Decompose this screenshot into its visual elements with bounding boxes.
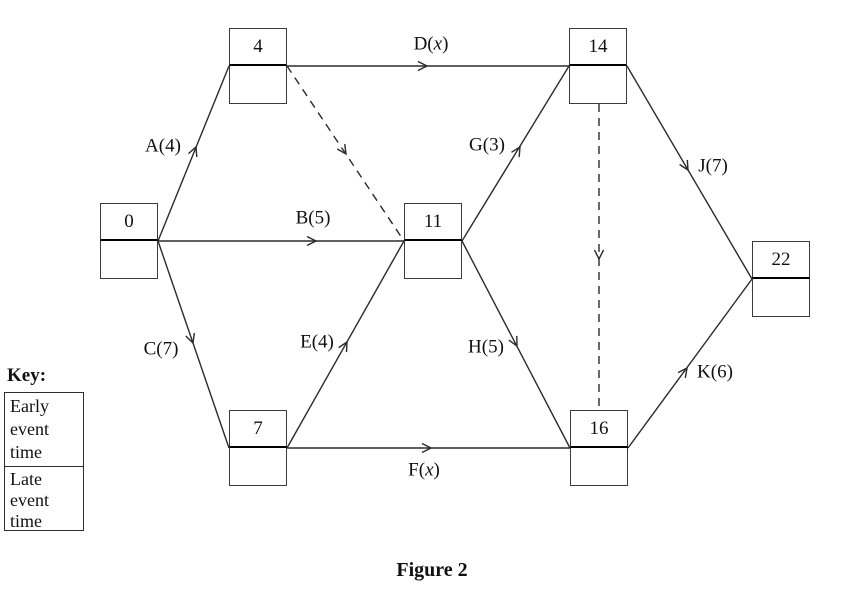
node-11-early-event-time: 11 [404,203,462,241]
key-title: Key: [7,365,47,386]
edge-E-line [286,240,405,449]
edge-label-D-pre: D( [413,33,434,55]
edge-label-A: A(4) [145,135,181,157]
edge-H-arrowhead-icon [508,335,518,348]
figure-caption: Figure 2 [396,559,468,581]
dummy-edge-4-11-arrowhead-icon [336,143,347,156]
node-14: 14 [569,28,627,104]
edge-label-H: H(5) [468,336,504,358]
edge-C-arrowhead-icon [185,332,196,345]
edge-J-line [626,65,753,280]
key-box: Early event time Late event time [4,392,84,531]
dummy-edge-14-16-arrowhead-icon [593,249,605,261]
edge-E-arrowhead-icon [338,340,348,353]
node-16-early-event-time: 16 [570,410,628,448]
edge-G-line [461,65,570,242]
edge-label-D-var: x [433,33,443,55]
edge-label-G: G(3) [469,134,505,156]
edge-label-F-pre: F( [408,459,426,481]
edge-D-arrowhead-icon [417,60,429,72]
edge-label-C: C(7) [143,338,179,360]
node-14-late-event-time [569,66,627,104]
edge-label-K: K(6) [697,361,733,383]
edge-label-F-post: ) [433,459,440,481]
edge-K-arrowhead-icon [677,366,688,379]
node-4-late-event-time [229,66,287,104]
node-0: 0 [100,203,158,279]
node-4: 4 [229,28,287,104]
edge-K-line [627,278,753,449]
edge-label-B: B(5) [295,207,331,229]
edge-A-arrowhead-icon [187,145,198,158]
edge-label-J: J(7) [698,155,728,177]
edge-label-D-post: ) [442,33,449,55]
edge-C-line [157,240,230,449]
edge-label-E: E(4) [300,331,334,353]
edge-label-D: D(x) [414,35,449,54]
node-22-late-event-time [752,279,810,317]
node-11: 11 [404,203,462,279]
edge-F-arrowhead-icon [421,442,433,454]
edge-G-arrowhead-icon [511,145,521,158]
node-0-late-event-time [100,241,158,279]
node-7-early-event-time: 7 [229,410,287,448]
node-7-late-event-time [229,448,287,486]
key-late-event-time-cell: Late event time [4,467,84,531]
node-11-late-event-time [404,241,462,279]
edge-J-arrowhead-icon [679,159,689,172]
node-7: 7 [229,410,287,486]
edge-label-F: F(x) [408,461,440,480]
node-0-early-event-time: 0 [100,203,158,241]
edge-A-line [157,65,230,242]
node-22: 22 [752,241,810,317]
node-16-late-event-time [570,448,628,486]
edge-B-arrowhead-icon [306,235,318,247]
node-22-early-event-time: 22 [752,241,810,279]
node-16: 16 [570,410,628,486]
node-4-early-event-time: 4 [229,28,287,66]
key-early-event-time-cell: Early event time [4,392,84,467]
edge-label-F-var: x [425,459,434,481]
node-14-early-event-time: 14 [569,28,627,66]
